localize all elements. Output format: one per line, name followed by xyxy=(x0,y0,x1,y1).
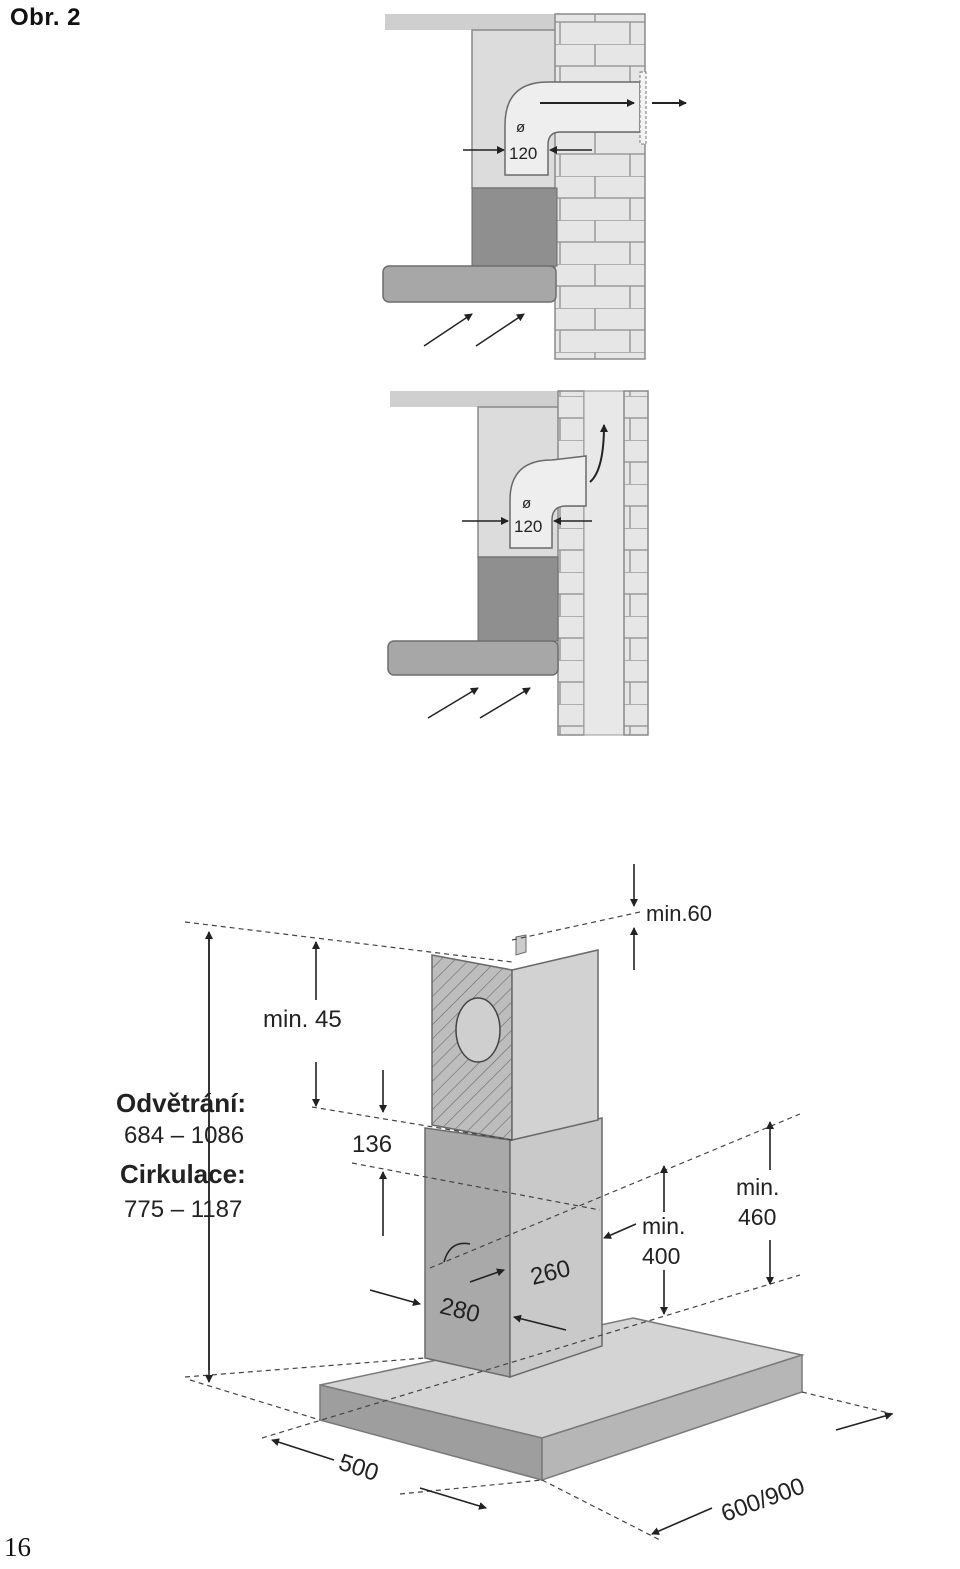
label-136: 136 xyxy=(352,1131,392,1158)
brick-wall-right xyxy=(623,390,649,736)
bracket xyxy=(515,934,527,956)
rotation-mark xyxy=(443,1242,471,1263)
top-diagram: ø 120 xyxy=(382,13,687,360)
middle-diagram: ø 120 xyxy=(387,390,649,736)
diameter-symbol: ø xyxy=(516,119,525,136)
label-min-400-a: min. xyxy=(642,1213,685,1239)
hood-diagram: min.60 min. 45 Odvětrání: 684 – 1086 Cir… xyxy=(116,864,894,1541)
reference-lines xyxy=(184,911,894,1541)
label-500: 500 xyxy=(335,1449,381,1487)
hood-canopy xyxy=(387,640,559,676)
brick-wall-left xyxy=(557,390,585,736)
motor-housing xyxy=(477,556,559,642)
figure-label: Obr. 2 xyxy=(10,4,82,31)
label-vent-title: Odvětrání: xyxy=(116,1088,246,1118)
label-min-460-b: 460 xyxy=(738,1204,776,1230)
flue-channel xyxy=(583,390,625,736)
wall-grille xyxy=(639,71,647,145)
intake-arrow xyxy=(423,313,473,347)
label-600-900: 600/900 xyxy=(718,1473,809,1528)
dimension-arrows xyxy=(205,864,893,1535)
page-number: 16 xyxy=(4,1532,31,1562)
intake-arrow xyxy=(475,313,525,347)
diameter-symbol: ø xyxy=(522,495,531,512)
diameter-value: 120 xyxy=(514,517,542,536)
label-circ-range: 775 – 1187 xyxy=(124,1196,242,1223)
label-vent-range: 684 – 1086 xyxy=(124,1122,244,1149)
label-min-45: min. 45 xyxy=(263,1006,342,1033)
diameter-value: 120 xyxy=(509,144,537,163)
duct-elbow xyxy=(509,455,587,549)
hood-canopy xyxy=(382,265,557,303)
duct-opening xyxy=(455,997,501,1063)
label-min-460-a: min. xyxy=(736,1174,779,1200)
motor-housing xyxy=(471,187,558,267)
intake-arrow xyxy=(427,687,479,719)
intake-arrow xyxy=(479,687,531,719)
lower-chimney-side xyxy=(509,1117,603,1379)
upper-chimney-side xyxy=(511,949,599,1141)
label-circ-title: Cirkulace: xyxy=(120,1159,246,1189)
label-min-60: min.60 xyxy=(646,901,712,926)
label-min-400-b: 400 xyxy=(642,1243,680,1269)
brick-wall xyxy=(554,13,646,360)
airflow-arrow xyxy=(589,424,608,483)
